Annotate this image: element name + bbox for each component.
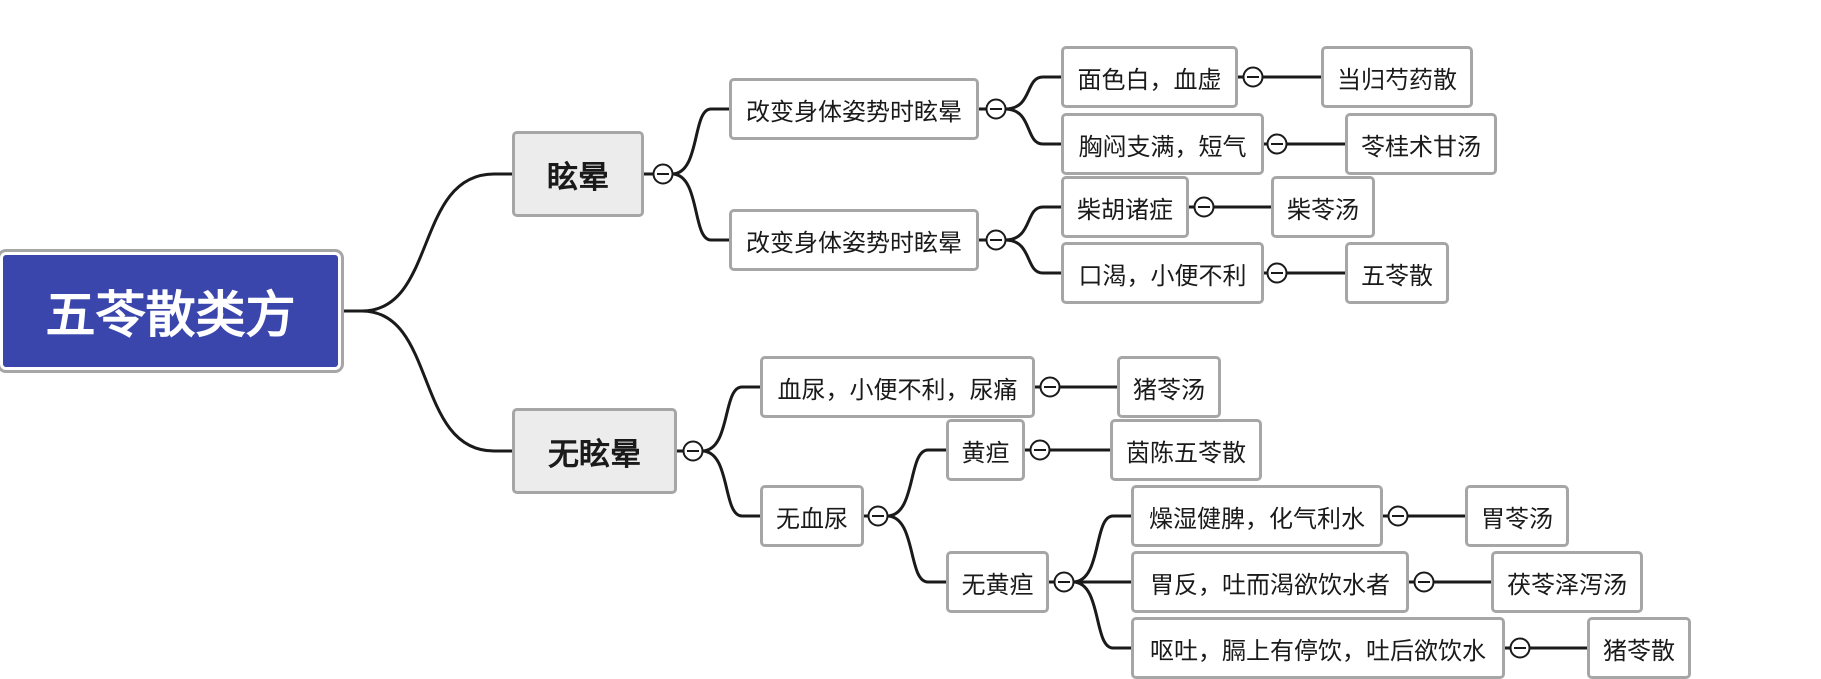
formula-label: 茵陈五苓散 (1126, 438, 1246, 467)
branch-connector (701, 449, 760, 518)
branch-connector (886, 448, 946, 518)
branch-connector (361, 309, 512, 453)
branch-connector (886, 514, 946, 584)
formula-node[interactable]: 茯苓泽泻汤 (1491, 551, 1643, 613)
condition-node[interactable]: 面色白，血虚 (1061, 46, 1238, 108)
branch-connector (1004, 205, 1061, 242)
node-label: 口渴，小便不利 (1078, 261, 1247, 290)
formula-label: 猪苓散 (1603, 636, 1675, 665)
branch-connector (1072, 514, 1131, 584)
node-label: 呕吐，膈上有停饮，吐后欲饮水 (1150, 636, 1486, 665)
node-label: 柴胡诸症 (1077, 195, 1173, 224)
formula-node[interactable]: 柴苓汤 (1271, 176, 1375, 238)
formula-node[interactable]: 猪苓汤 (1117, 356, 1221, 418)
condition-node[interactable]: 黄疸 (946, 419, 1025, 481)
node-label: 胃反，吐而渴欲饮水者 (1150, 570, 1390, 599)
condition-node[interactable]: 改变身体姿势时眩晕 (729, 78, 979, 140)
branch-connector (1004, 107, 1061, 146)
node-label: 黄疸 (961, 438, 1010, 467)
formula-label: 五苓散 (1361, 261, 1433, 290)
branch-connector (671, 107, 729, 176)
node-label: 血尿，小便不利，尿痛 (777, 375, 1018, 404)
formula-node[interactable]: 猪苓散 (1587, 617, 1691, 679)
root-label: 五苓散类方 (45, 286, 296, 344)
formula-label: 苓桂术甘汤 (1361, 132, 1481, 161)
node-label: 改变身体姿势时眩晕 (746, 97, 962, 126)
formula-label: 茯苓泽泻汤 (1507, 570, 1627, 599)
formula-label: 胃苓汤 (1481, 504, 1553, 533)
condition-node[interactable]: 无血尿 (760, 485, 864, 547)
condition-node[interactable]: 胃反，吐而渴欲饮水者 (1131, 551, 1409, 613)
formula-node[interactable]: 苓桂术甘汤 (1345, 113, 1497, 175)
root-node[interactable]: 五苓散类方 (0, 249, 344, 373)
formula-node[interactable]: 胃苓汤 (1465, 485, 1569, 547)
formula-label: 当归芍药散 (1337, 65, 1457, 94)
condition-node[interactable]: 柴胡诸症 (1061, 176, 1189, 238)
condition-node[interactable]: 改变身体姿势时眩晕 (729, 209, 979, 271)
node-label: 无血尿 (776, 504, 848, 533)
branch-connector (701, 385, 760, 453)
branch-dizziness[interactable]: 眩晕 (512, 131, 644, 217)
branch-connector (1004, 75, 1061, 111)
node-label: 无黄疸 (961, 570, 1034, 599)
condition-node[interactable]: 燥湿健脾，化气利水 (1131, 485, 1383, 547)
condition-node[interactable]: 无黄疸 (946, 551, 1049, 613)
condition-node[interactable]: 呕吐，膈上有停饮，吐后欲饮水 (1131, 617, 1505, 679)
node-label: 胸闷支满，短气 (1078, 132, 1247, 161)
branch-connector (1004, 238, 1061, 275)
node-label: 燥湿健脾，化气利水 (1149, 504, 1365, 533)
formula-node[interactable]: 当归芍药散 (1321, 46, 1473, 108)
formula-label: 柴苓汤 (1287, 195, 1359, 224)
node-label: 改变身体姿势时眩晕 (746, 228, 962, 257)
formula-node[interactable]: 五苓散 (1345, 242, 1449, 304)
branch-connector (1072, 580, 1131, 650)
condition-node[interactable]: 口渴，小便不利 (1061, 242, 1264, 304)
branch-label: 眩晕 (547, 159, 609, 196)
branch-no-dizziness[interactable]: 无眩晕 (512, 408, 677, 494)
condition-node[interactable]: 胸闷支满，短气 (1061, 113, 1264, 175)
branch-label: 无眩晕 (548, 436, 641, 473)
branch-connector (671, 172, 729, 242)
formula-label: 猪苓汤 (1133, 375, 1205, 404)
node-label: 面色白，血虚 (1077, 65, 1222, 94)
condition-node[interactable]: 血尿，小便不利，尿痛 (760, 356, 1035, 418)
formula-node[interactable]: 茵陈五苓散 (1110, 419, 1262, 481)
branch-connector (361, 172, 512, 313)
